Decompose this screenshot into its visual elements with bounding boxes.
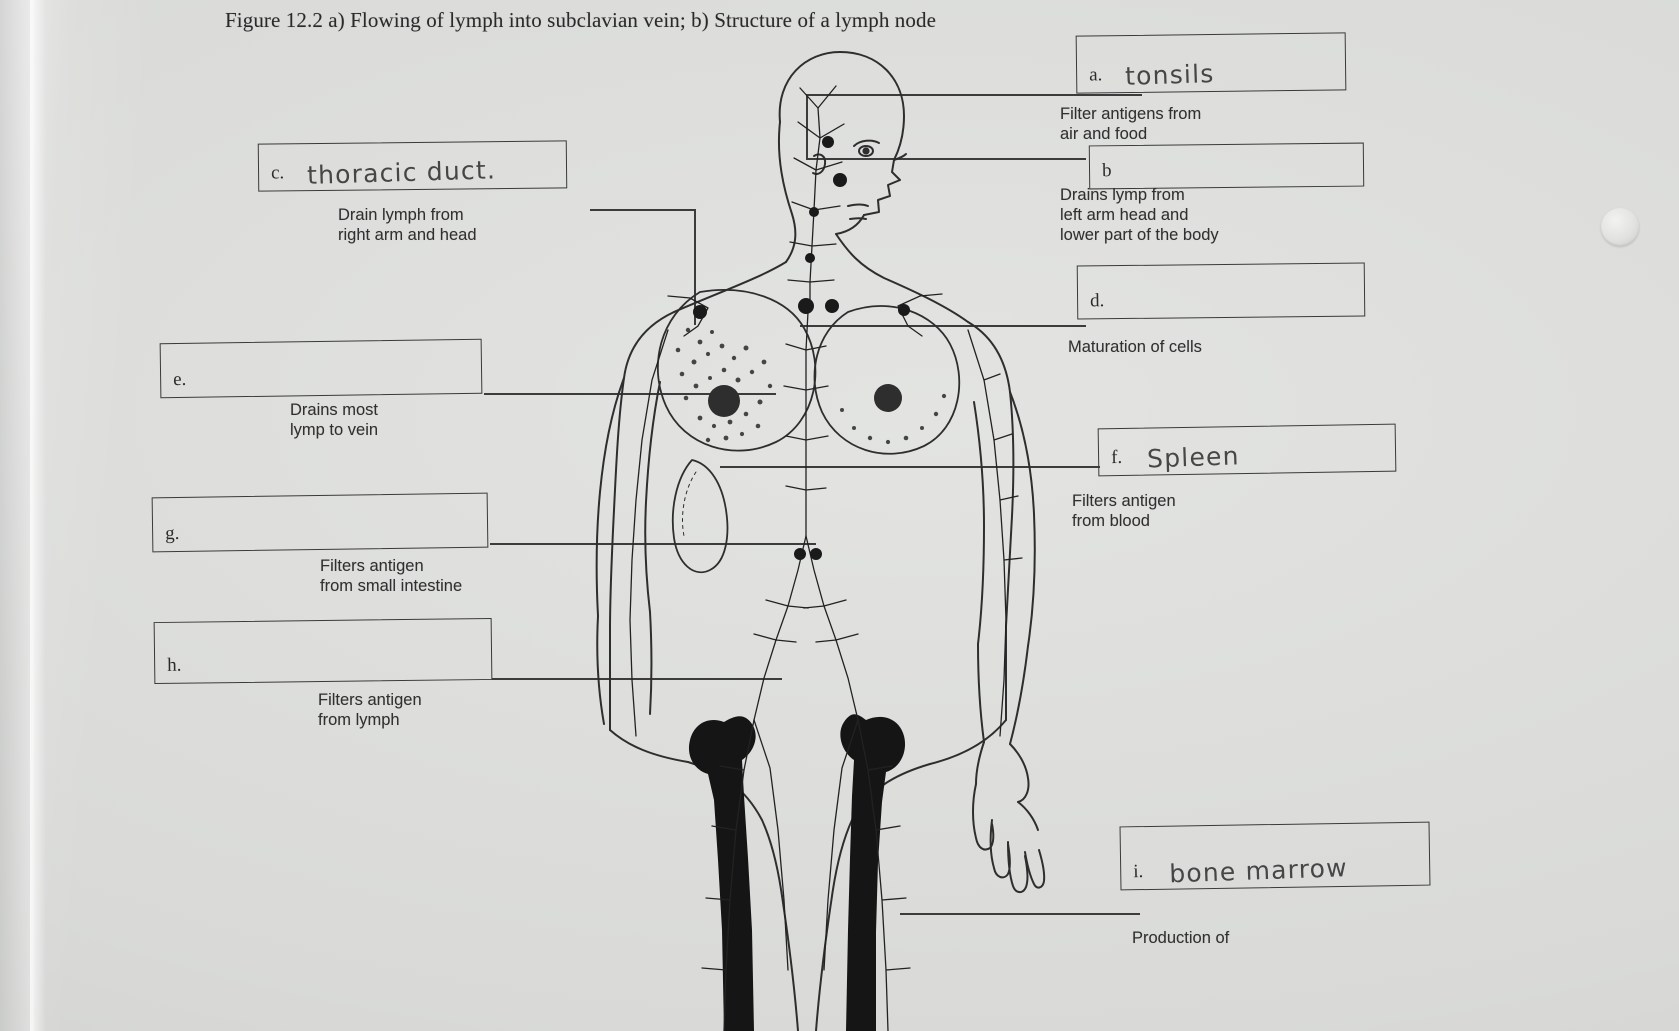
caption-f: Filters antigen from blood	[1072, 492, 1176, 530]
answer-text-f: Spleen	[1146, 441, 1241, 474]
answer-box-g[interactable]: g.	[151, 492, 489, 553]
leader-line-d	[800, 325, 1086, 327]
leader-line-h	[492, 678, 782, 680]
caption-c: Drain lymph from right arm and head	[338, 206, 477, 244]
answer-text-i: bone marrow	[1168, 853, 1349, 889]
caption-e: Drains most lymp to vein	[290, 401, 379, 439]
answer-box-d[interactable]: d.	[1076, 262, 1366, 320]
lymphatic-system-diagram	[548, 30, 1068, 1031]
answer-text-a: tonsils	[1124, 59, 1215, 91]
answer-label-a: a.	[1089, 64, 1103, 86]
paper-blemish-mark	[1601, 208, 1639, 246]
leader-line-e	[484, 393, 776, 395]
answer-box-e[interactable]: e.	[159, 338, 483, 399]
caption-a: Filter antigens from air and food	[1060, 105, 1202, 143]
leader-line-g	[490, 543, 816, 545]
answer-box-c[interactable]: c. thoracic duct.	[257, 140, 568, 192]
caption-g: Filters antigen from small intestine	[320, 557, 463, 595]
leader-line-f	[720, 466, 1100, 468]
answer-label-f: f.	[1110, 446, 1123, 469]
leader-line-c-drop	[694, 209, 696, 325]
caption-i: Production of	[1132, 929, 1230, 947]
answer-box-h[interactable]: h.	[153, 617, 493, 685]
answer-label-b: b	[1101, 160, 1112, 182]
answer-label-e: e.	[172, 368, 187, 391]
answer-label-g: g.	[164, 522, 180, 545]
answer-label-c: c.	[270, 162, 285, 184]
figure-title: Figure 12.2 a) Flowing of lymph into sub…	[225, 8, 937, 32]
caption-h: Filters antigen from lymph	[318, 691, 422, 729]
answer-label-i: i.	[1133, 861, 1144, 883]
answer-box-f[interactable]: f. Spleen	[1097, 423, 1397, 477]
answer-label-h: h.	[167, 654, 182, 676]
answer-label-d: d.	[1089, 290, 1105, 312]
leader-line-i	[900, 913, 1140, 915]
answer-box-b[interactable]: b	[1088, 142, 1365, 190]
caption-b: Drains lymp from left arm head and lower…	[1060, 186, 1219, 244]
caption-d: Maturation of cells	[1068, 338, 1202, 356]
answer-box-a[interactable]: a. tonsils	[1075, 32, 1347, 94]
leader-line-c	[590, 209, 696, 211]
leader-line-a-drop	[806, 94, 808, 158]
leader-line-b	[806, 158, 1086, 160]
answer-box-i[interactable]: i. bone marrow	[1119, 821, 1431, 891]
leader-line-a	[806, 94, 1142, 96]
answer-text-c: thoracic duct.	[306, 155, 497, 190]
